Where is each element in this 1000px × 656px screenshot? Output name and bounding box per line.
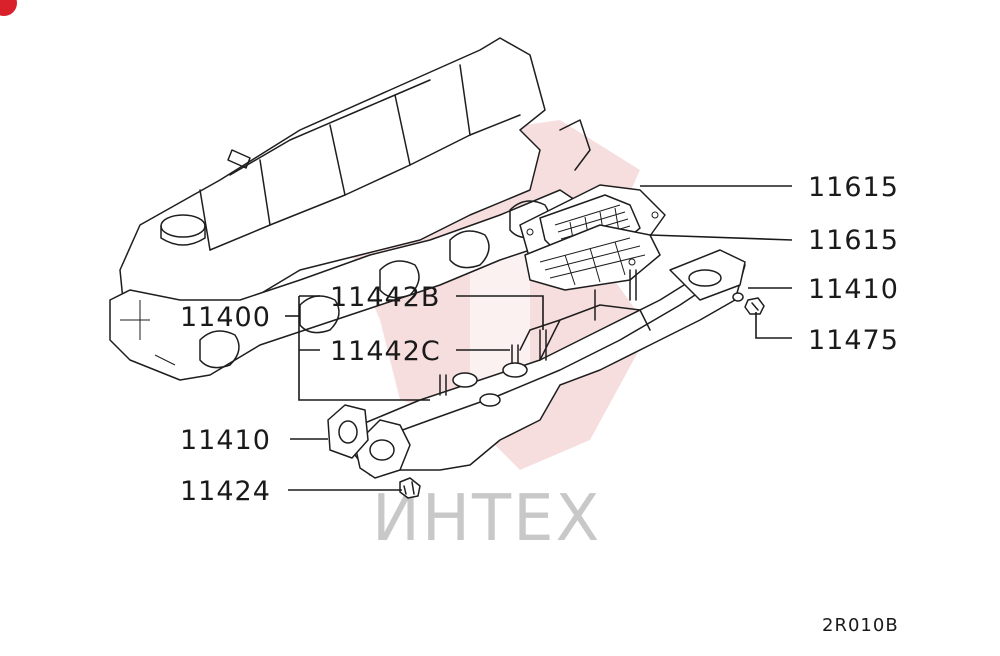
diagram-code: 2R010B [822,615,899,636]
label-11442c: 11442C [330,336,441,367]
exhaust-manifold-drawing [354,249,746,479]
gasket-11615-drawing [519,184,666,291]
cylinder-head-drawing [109,37,591,381]
corner-badge-icon [0,0,17,16]
plug-11475-drawing [744,297,765,315]
label-11410-right: 11410 [808,274,899,305]
label-11400: 11400 [180,302,271,333]
label-11442b: 11442B [330,282,440,313]
label-11615-upper: 11615 [808,172,899,203]
gasket-11410-right-drawing [732,292,744,302]
gasket-11410-left-drawing [327,404,369,459]
label-11424: 11424 [180,476,271,507]
label-11615-lower: 11615 [808,225,899,256]
bolt-11424-drawing [399,477,421,499]
leader-lines [285,185,793,491]
label-11410-left: 11410 [180,425,271,456]
label-11475: 11475 [808,325,899,356]
